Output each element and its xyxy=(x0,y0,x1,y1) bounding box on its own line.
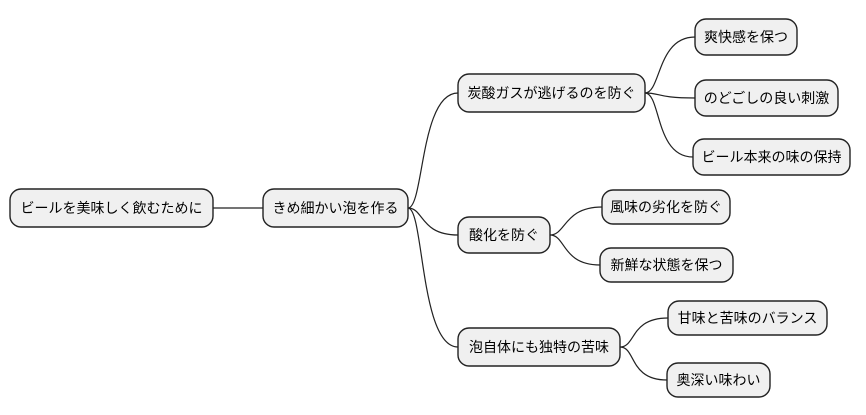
node-flavor-deterioration-box xyxy=(601,189,731,225)
node-oxidation-box xyxy=(457,216,551,254)
edge-bitterness-to-balance xyxy=(619,317,669,348)
node-original-taste-box xyxy=(692,138,851,176)
node-foam-bitterness: 泡自体にも独特の苦味 xyxy=(457,327,621,367)
node-gas-escape-box xyxy=(457,73,646,113)
node-foam-bitterness-box xyxy=(457,327,621,367)
node-oxidation: 酸化を防ぐ xyxy=(457,216,551,254)
node-root: ビールを美味しく飲むために xyxy=(9,188,214,228)
node-fine-foam-label: きめ細かい泡を作る xyxy=(273,201,399,217)
node-refreshing-feel: 爽快感を保つ xyxy=(694,18,798,56)
node-refreshing-feel-label: 爽快感を保つ xyxy=(704,29,788,46)
node-throat-stimulus: のどごしの良い刺激 xyxy=(694,79,839,117)
edge-gas-to-refresh xyxy=(644,36,696,94)
node-gas-escape: 炭酸ガスが逃げるのを防ぐ xyxy=(457,73,646,113)
node-flavor-deterioration: 風味の劣化を防ぐ xyxy=(601,189,731,225)
node-sweet-bitter-balance-box xyxy=(667,300,828,336)
edge-bitterness-to-deep xyxy=(619,346,668,381)
edge-gas-to-original-taste xyxy=(644,92,694,158)
edge-gas-to-throat xyxy=(644,92,696,99)
edge-oxidation-to-flavor xyxy=(549,206,603,236)
node-throat-stimulus-box xyxy=(694,79,839,117)
edge-foam-to-oxidation xyxy=(407,207,459,236)
node-deep-taste-label: 奥深い味わい xyxy=(677,372,761,389)
edge-oxidation-to-fresh xyxy=(549,234,601,266)
node-root-label: ビールを美味しく飲むために xyxy=(21,201,203,217)
node-fine-foam-box xyxy=(262,188,409,228)
node-refreshing-feel-box xyxy=(694,18,798,56)
edge-foam-to-bitterness xyxy=(407,207,459,348)
node-fresh-state: 新鮮な状態を保つ xyxy=(599,247,734,283)
node-deep-taste: 奥深い味わい xyxy=(666,362,771,398)
node-flavor-deterioration-label: 風味の劣化を防ぐ xyxy=(610,200,722,216)
node-gas-escape-label: 炭酸ガスが逃げるのを防ぐ xyxy=(468,86,636,102)
node-sweet-bitter-balance-label: 甘味と苦味のバランス xyxy=(678,311,818,327)
node-original-taste-label: ビール本来の味の保持 xyxy=(702,150,842,166)
node-deep-taste-box xyxy=(666,362,771,398)
node-throat-stimulus-label: のどごしの良い刺激 xyxy=(704,90,830,107)
node-fine-foam: きめ細かい泡を作る xyxy=(262,188,409,228)
node-root-box xyxy=(9,188,214,228)
node-original-taste: ビール本来の味の保持 xyxy=(692,138,851,176)
edge-foam-to-gas xyxy=(407,92,459,209)
node-fresh-state-box xyxy=(599,247,734,283)
node-foam-bitterness-label: 泡自体にも独特の苦味 xyxy=(469,340,609,356)
node-fresh-state-label: 新鮮な状態を保つ xyxy=(611,258,723,274)
node-oxidation-label: 酸化を防ぐ xyxy=(469,228,539,244)
edges xyxy=(213,36,696,381)
node-sweet-bitter-balance: 甘味と苦味のバランス xyxy=(667,300,828,336)
